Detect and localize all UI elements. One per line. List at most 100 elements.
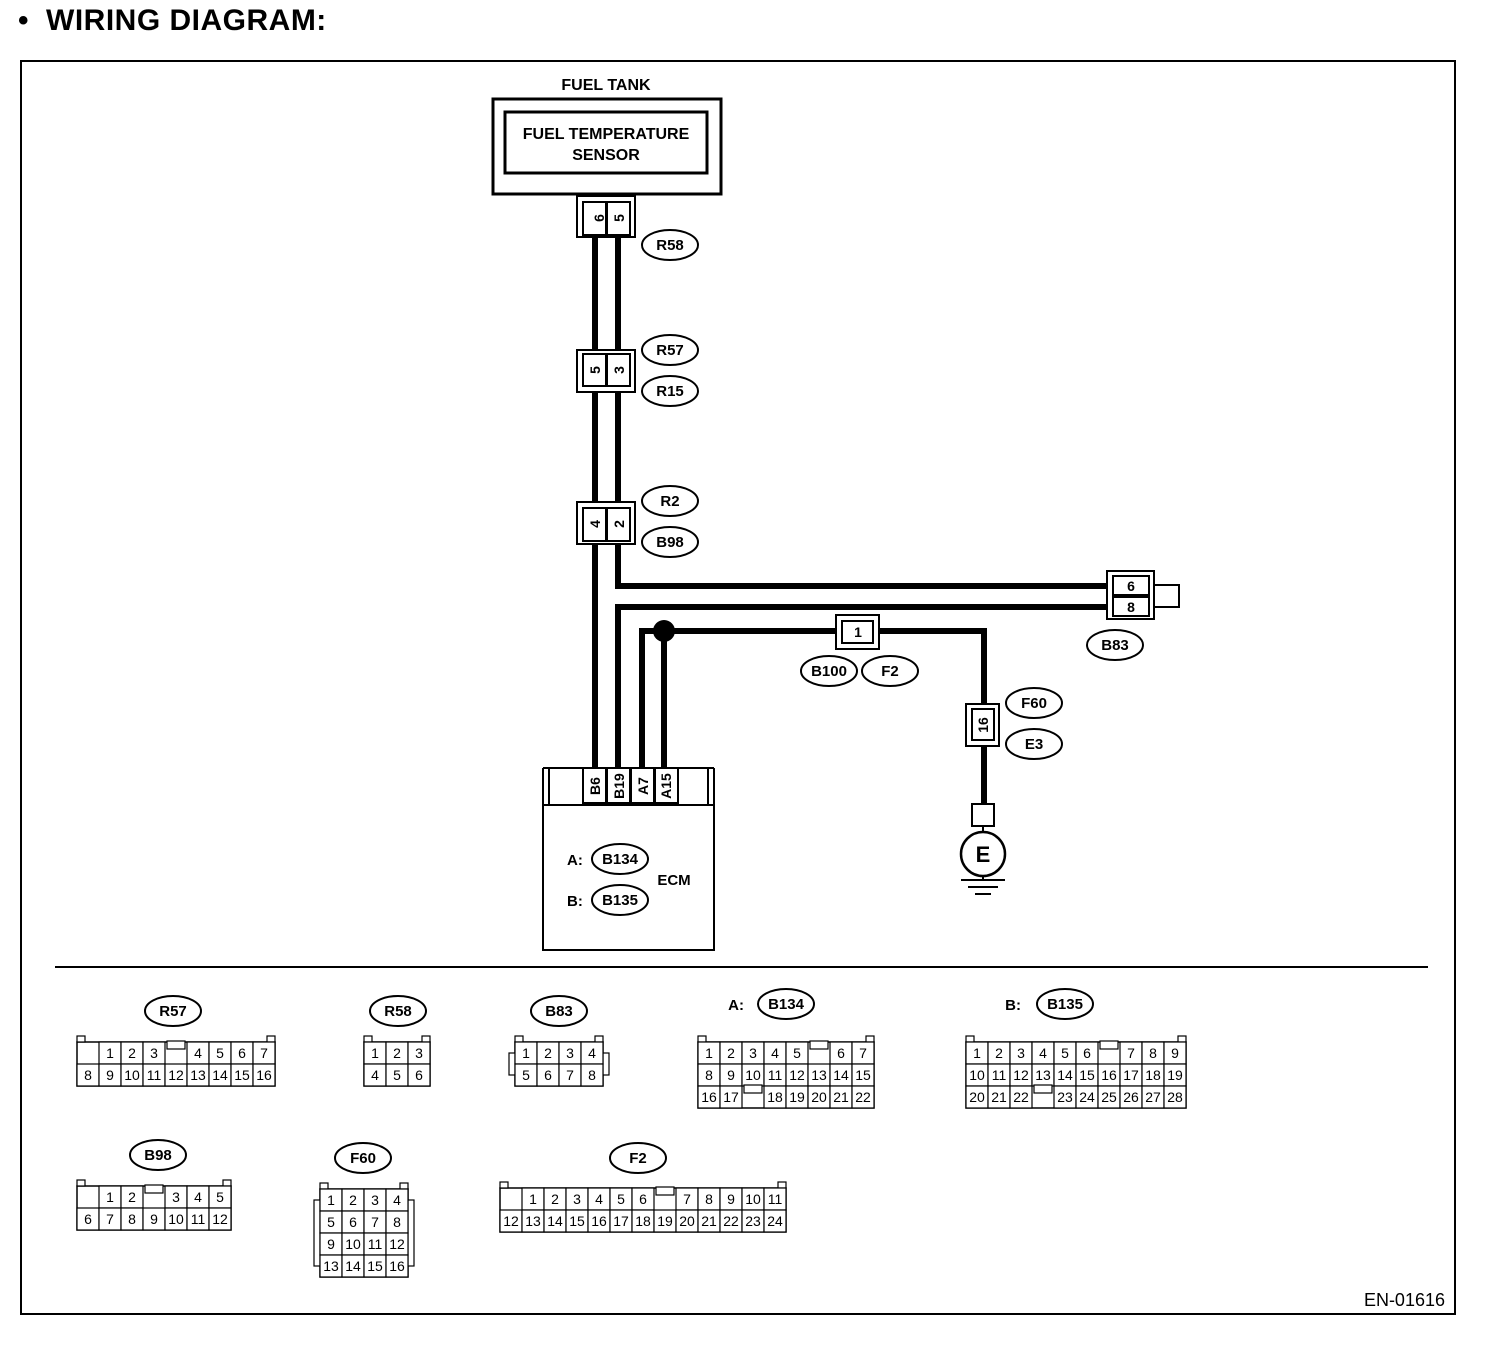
face-b135-pin: 16: [1101, 1067, 1117, 1083]
face-b135-pin: 17: [1123, 1067, 1139, 1083]
face-b98-pin: 8: [128, 1211, 136, 1227]
connector-b100-f2: 1 B100 F2: [800, 614, 919, 687]
b83-tag: B83: [1101, 637, 1129, 654]
face-r57-pin: 2: [128, 1045, 136, 1061]
face-f2-pin: 11: [768, 1191, 783, 1207]
face-b98-pin: 1: [106, 1189, 114, 1205]
face-b135-pin: 7: [1127, 1045, 1135, 1061]
face-f60-pin: 12: [389, 1236, 405, 1252]
face-b83-pin: 8: [588, 1067, 596, 1083]
face-f2-pin: 7: [683, 1191, 691, 1207]
b98-tag: B98: [656, 534, 684, 551]
f2-tag: F2: [881, 663, 899, 680]
face-b134-pin: 22: [855, 1089, 871, 1105]
face-b135-pin: 23: [1057, 1089, 1073, 1105]
face-b135-pin: 10: [969, 1067, 985, 1083]
face-r57-pin: 1: [106, 1045, 114, 1061]
face-b83-pin: 1: [522, 1045, 530, 1061]
face-b135-pin: 4: [1039, 1045, 1047, 1061]
face-b135-pin: 19: [1167, 1067, 1183, 1083]
face-f2-pin: 2: [551, 1191, 559, 1207]
face-f60-tag: F60: [350, 1150, 376, 1167]
face-b134-pin: 15: [855, 1067, 871, 1083]
face-b83-tag: B83: [545, 1003, 573, 1020]
face-b98-pin: 4: [194, 1189, 202, 1205]
face-b135-pin: 20: [969, 1089, 985, 1105]
face-f2-pin: 15: [569, 1213, 585, 1229]
face-f60-pin: 4: [393, 1192, 401, 1208]
face-b135-pin: 28: [1167, 1089, 1183, 1105]
wire-b83-pin8-to-b19: [615, 604, 1112, 768]
r57-tag: R57: [656, 342, 684, 359]
face-f2-pin: 1: [529, 1191, 537, 1207]
face-f60-pin: 11: [368, 1236, 383, 1252]
face-f60-pin: 13: [323, 1258, 339, 1274]
b100-tag: B100: [811, 663, 847, 680]
face-b134-pin: 16: [701, 1089, 717, 1105]
face-f2-pin: 8: [705, 1191, 713, 1207]
face-r57-pin: 4: [194, 1045, 202, 1061]
face-f60-pin: 15: [367, 1258, 383, 1274]
f60-pin-16: 16: [975, 717, 991, 733]
face-b135-pin: 12: [1013, 1067, 1029, 1083]
face-f2-pin: 22: [723, 1213, 739, 1229]
face-f60-pin: 1: [327, 1192, 335, 1208]
face-f2-pin: 4: [595, 1191, 603, 1207]
face-b98-pin: 2: [128, 1189, 136, 1205]
r2-tag: R2: [660, 493, 679, 510]
face-b135-pin: 27: [1145, 1089, 1161, 1105]
face-b135-pin: 5: [1061, 1045, 1069, 1061]
face-b135-pin: 18: [1145, 1067, 1161, 1083]
face-f60-pin: 3: [371, 1192, 379, 1208]
face-b98-tag: B98: [144, 1147, 172, 1164]
face-r58-tag: R58: [384, 1003, 412, 1020]
face-b134-pin: 21: [833, 1089, 849, 1105]
face-r58-pin: 3: [415, 1045, 423, 1061]
r58-pin-5: 5: [611, 214, 627, 222]
face-f60-pin: 2: [349, 1192, 357, 1208]
face-b98-pin: 7: [106, 1211, 114, 1227]
f60-tag: F60: [1021, 695, 1047, 712]
face-r58-pin: 1: [371, 1045, 379, 1061]
face-b134-pin: 6: [837, 1045, 845, 1061]
face-f2-pin: 18: [635, 1213, 651, 1229]
heading-bullet: •: [18, 4, 30, 37]
ground-e: E: [959, 803, 1007, 895]
face-b134-pin: 14: [833, 1067, 849, 1083]
face-f2-pin: 12: [503, 1213, 519, 1229]
face-f60-pin: 9: [327, 1236, 335, 1252]
face-f2-pin: 24: [767, 1213, 783, 1229]
ecm-label: ECM: [657, 872, 690, 889]
face-b83-pin: 7: [566, 1067, 574, 1083]
face-b98-pin: 12: [212, 1211, 228, 1227]
face-b134-pin: 1: [705, 1045, 713, 1061]
face-f2-pin: 21: [701, 1213, 717, 1229]
face-b134-pin: 9: [727, 1067, 735, 1083]
face-b135-pin: 13: [1035, 1067, 1051, 1083]
face-b134-pin: 10: [745, 1067, 761, 1083]
face-f2-pin: 10: [745, 1191, 761, 1207]
face-r57-pin: 6: [238, 1045, 246, 1061]
face-f2-pin: 14: [547, 1213, 563, 1229]
face-b135-pin: 6: [1083, 1045, 1091, 1061]
connector-f60-e3: 16 F60 E3: [965, 687, 1063, 760]
sensor-label-line2: SENSOR: [572, 147, 640, 164]
face-r57-pin: 13: [190, 1067, 206, 1083]
r2-pin-4: 4: [587, 520, 603, 528]
face-r57-pin: 7: [260, 1045, 268, 1061]
fuel-tank-label: FUEL TANK: [561, 77, 651, 94]
face-f2-pin: 6: [639, 1191, 647, 1207]
face-b134-prefix: A:: [728, 997, 744, 1014]
face-b98-pin: 6: [84, 1211, 92, 1227]
face-b135-pin: 1: [973, 1045, 981, 1061]
face-b135-pin: 14: [1057, 1067, 1073, 1083]
face-f60-pin: 16: [389, 1258, 405, 1274]
face-f60-pin: 8: [393, 1214, 401, 1230]
b83-pin-6: 6: [1127, 578, 1135, 594]
face-b135-pin: 2: [995, 1045, 1003, 1061]
